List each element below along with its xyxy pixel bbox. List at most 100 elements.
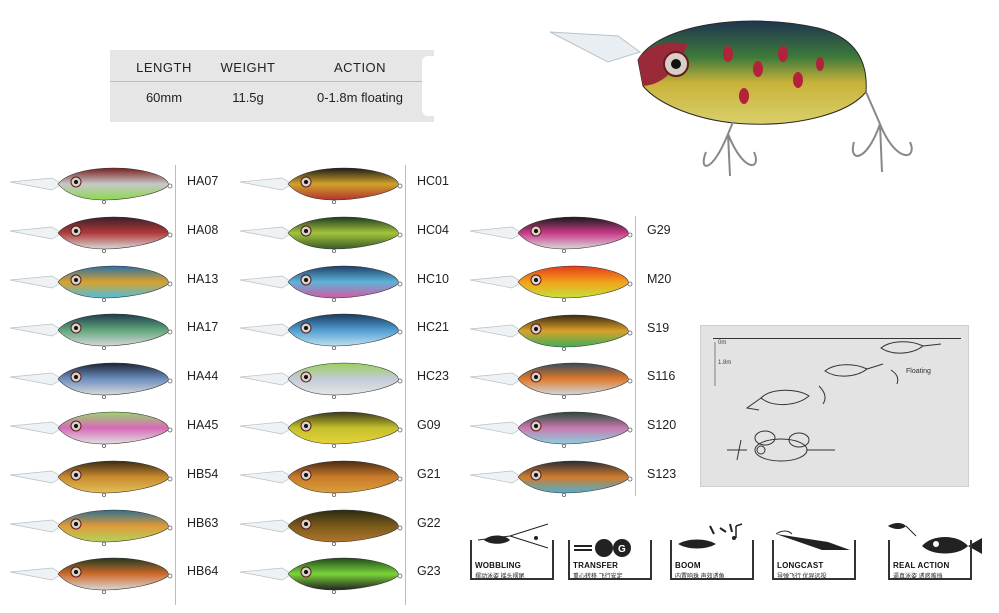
lure-code: M20 — [647, 271, 672, 286]
column-divider-1 — [175, 165, 176, 605]
lure-code: HB64 — [187, 564, 219, 579]
column-divider-3 — [635, 216, 636, 496]
lure-item: S116 — [468, 355, 698, 400]
lure-item: S123 — [468, 453, 698, 497]
spec-divider — [110, 81, 422, 82]
feature-transfer: G TRANSFER 重心转移 飞行安定 — [568, 520, 652, 582]
lure-item: HA44 — [8, 355, 238, 400]
lure-code: HA44 — [187, 369, 219, 384]
lure-image — [9, 411, 173, 448]
diving-diagram: 0m 1.8m Floating — [700, 325, 969, 487]
lure-item: G29 — [468, 209, 698, 253]
lure-image — [469, 363, 633, 400]
lure-code: G09 — [417, 418, 441, 432]
lure-image — [239, 167, 403, 204]
spec-value-length: 60mm — [145, 90, 183, 105]
transfer-icon: G — [574, 539, 631, 557]
lure-item: HB54 — [8, 453, 238, 497]
svg-text:G: G — [618, 544, 626, 555]
lure-image — [239, 216, 403, 253]
feature-title: BOOM — [675, 561, 701, 570]
spec-header-length: LENGTH — [136, 60, 192, 75]
lure-image — [9, 460, 173, 497]
real-action-icon — [888, 523, 982, 554]
feature-title: WOBBLING — [475, 561, 522, 570]
lure-item: HC04 — [238, 209, 468, 253]
lure-image — [9, 167, 173, 204]
lure-image — [239, 362, 403, 400]
lure-image — [9, 558, 173, 595]
lure-image — [469, 460, 633, 497]
diving-path-illustration — [714, 341, 942, 462]
lure-item: G21 — [238, 453, 468, 497]
lure-item: G23 — [238, 550, 468, 595]
feature-subtitle: 内置响珠 声效诱鱼 — [675, 574, 725, 580]
lure-code: HC23 — [417, 369, 449, 384]
lure-item: S19 — [468, 307, 698, 351]
lure-code: HC04 — [417, 222, 449, 237]
lure-image — [239, 314, 403, 351]
lure-item: M20 — [468, 258, 698, 302]
water-surface-line — [713, 338, 961, 339]
lure-item: HA45 — [8, 404, 238, 448]
lure-image — [469, 265, 633, 302]
lure-code: G22 — [417, 515, 441, 530]
spec-table: LENGTH WEIGHT ACTION 60mm 11.5g 0-1.8m f… — [110, 50, 434, 122]
lure-code: S116 — [647, 369, 676, 384]
lure-image — [239, 558, 403, 595]
floating-label: Floating — [906, 368, 931, 375]
lure-code: HC01 — [417, 174, 449, 188]
lure-code: HA13 — [187, 271, 219, 286]
lure-code: G23 — [417, 564, 441, 579]
lure-item: HB63 — [8, 502, 238, 546]
lure-item: HA08 — [8, 209, 238, 253]
lure-image — [469, 411, 633, 449]
lure-item: HC10 — [238, 258, 468, 302]
lure-item: G22 — [238, 502, 468, 546]
lure-image — [239, 411, 403, 448]
feature-title: REAL ACTION — [893, 561, 950, 570]
lure-item: HC01 — [238, 160, 468, 204]
lure-code: S19 — [647, 320, 670, 335]
feature-title: LONGCAST — [777, 561, 824, 570]
spec-value-action: 0-1.8m floating — [317, 90, 403, 105]
spec-value-weight: 11.5g — [232, 90, 264, 105]
lure-image — [9, 216, 173, 253]
lure-code: HB63 — [187, 515, 219, 530]
lure-code: HC10 — [417, 271, 449, 286]
lure-item: HA17 — [8, 306, 238, 351]
feature-title: TRANSFER — [573, 561, 619, 570]
feature-longcast: LONGCAST 导弹飞行 优异远投 — [772, 520, 856, 582]
boom-icon — [678, 523, 743, 549]
lure-image — [469, 216, 633, 253]
depth-max-label: 1.8m — [718, 360, 732, 366]
lure-code: HA17 — [187, 320, 219, 335]
hero-lure-image — [549, 20, 913, 177]
lure-image — [9, 314, 173, 351]
wobbling-icon — [477, 523, 549, 549]
lure-code: HB54 — [187, 466, 219, 481]
lure-image — [239, 265, 403, 302]
lure-image — [239, 509, 403, 546]
lure-code: HA45 — [187, 418, 219, 432]
lure-code: HC21 — [417, 320, 449, 335]
lure-code: S120 — [647, 418, 677, 433]
lure-item: G09 — [238, 404, 468, 448]
column-divider-2 — [405, 165, 406, 605]
feature-wobbling: WOBBLING 摆动泳姿 摇头摆尾 — [470, 520, 554, 582]
feature-subtitle: 重心转移 飞行安定 — [573, 574, 623, 580]
lure-item: HC23 — [238, 355, 468, 400]
lure-code: G29 — [647, 223, 671, 237]
lure-image — [9, 265, 173, 302]
lure-item: HB64 — [8, 550, 238, 595]
lure-code: S123 — [647, 467, 677, 481]
lure-item: HC21 — [238, 306, 468, 351]
spec-header-action: ACTION — [333, 60, 387, 75]
lure-item: S120 — [468, 404, 698, 449]
longcast-icon — [775, 530, 850, 550]
feature-subtitle: 逼真泳姿 诱惑难挡 — [893, 574, 943, 580]
depth-zero-label: 0m — [718, 340, 727, 346]
lure-image — [239, 460, 403, 497]
lure-item: HA07 — [8, 160, 238, 204]
lure-item: HA13 — [8, 258, 238, 302]
